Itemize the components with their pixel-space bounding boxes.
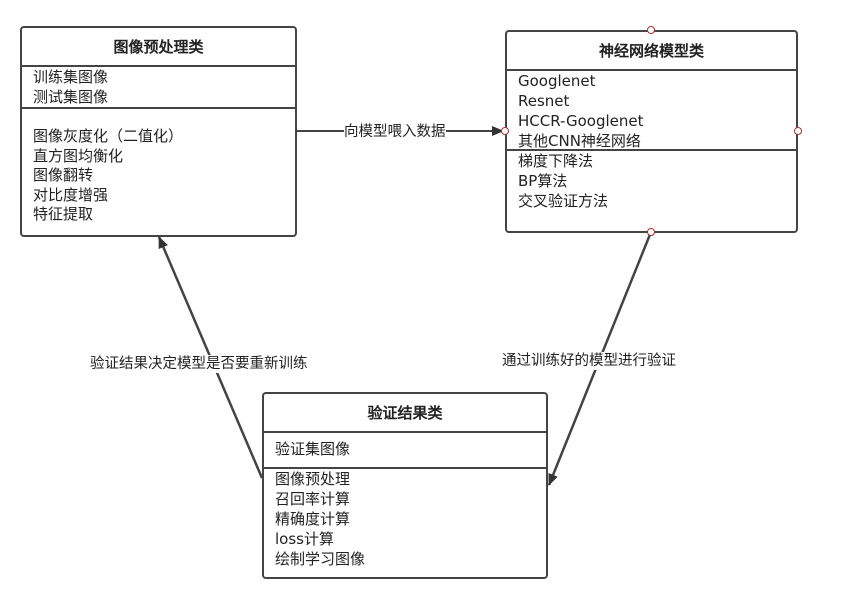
validate-model-label: 通过训练好的模型进行验证: [502, 352, 676, 370]
attribute-item: HCCR-Googlenet: [518, 112, 644, 130]
methods-section: 梯度下降法 BP算法 交叉验证方法: [507, 151, 796, 211]
method-item: 梯度下降法: [518, 152, 594, 170]
class-title: 神经网络模型类: [507, 32, 796, 71]
attributes-section: 训练集图像 测试集图像: [22, 67, 295, 109]
attribute-item: Resnet: [518, 92, 570, 110]
attributes-section: Googlenet Resnet HCCR-Googlenet 其他CNN神经网…: [507, 71, 796, 151]
class-title: 图像预处理类: [22, 28, 295, 67]
method-item: 直方图均衡化: [33, 146, 124, 165]
method-item: 图像预处理: [275, 470, 351, 488]
attributes-section: 验证集图像: [264, 433, 546, 469]
retrain-decision-label: 验证结果决定模型是否要重新训练: [90, 355, 308, 373]
class-box-validation[interactable]: 验证结果类 验证集图像 图像预处理 召回率计算 精确度计算 loss计算 绘制学…: [262, 392, 548, 579]
class-title: 验证结果类: [264, 394, 546, 433]
class-box-network[interactable]: 神经网络模型类 Googlenet Resnet HCCR-Googlenet …: [505, 30, 798, 233]
method-item: 对比度增强: [33, 185, 109, 204]
method-item: 精确度计算: [275, 510, 351, 528]
connection-port-top[interactable]: [647, 26, 655, 34]
method-item: 特征提取: [33, 205, 94, 223]
method-item: 图像翻转: [33, 166, 94, 184]
connection-port-bottom[interactable]: [647, 228, 655, 236]
attribute-item: 其他CNN神经网络: [518, 132, 641, 150]
connection-port-right[interactable]: [794, 127, 802, 135]
attribute-item: Googlenet: [518, 72, 596, 90]
attribute-item: 测试集图像: [33, 87, 109, 106]
method-item: BP算法: [518, 172, 568, 190]
methods-section: 图像预处理 召回率计算 精确度计算 loss计算 绘制学习图像: [264, 469, 546, 569]
feed-data-label: 向模型喂入数据: [344, 123, 446, 141]
method-item: 绘制学习图像: [275, 550, 366, 568]
method-item: 召回率计算: [275, 490, 351, 508]
methods-section: 图像灰度化（二值化） 直方图均衡化 图像翻转 对比度增强 特征提取: [22, 109, 295, 225]
method-item: 图像灰度化（二值化）: [33, 127, 184, 145]
connection-port-left[interactable]: [501, 127, 509, 135]
method-item: 交叉验证方法: [518, 192, 609, 210]
attribute-item: 验证集图像: [275, 440, 351, 458]
class-box-preprocess[interactable]: 图像预处理类 训练集图像 测试集图像 图像灰度化（二值化） 直方图均衡化 图像翻…: [20, 26, 297, 237]
method-item: loss计算: [275, 530, 334, 548]
attribute-item: 训练集图像: [33, 68, 109, 86]
